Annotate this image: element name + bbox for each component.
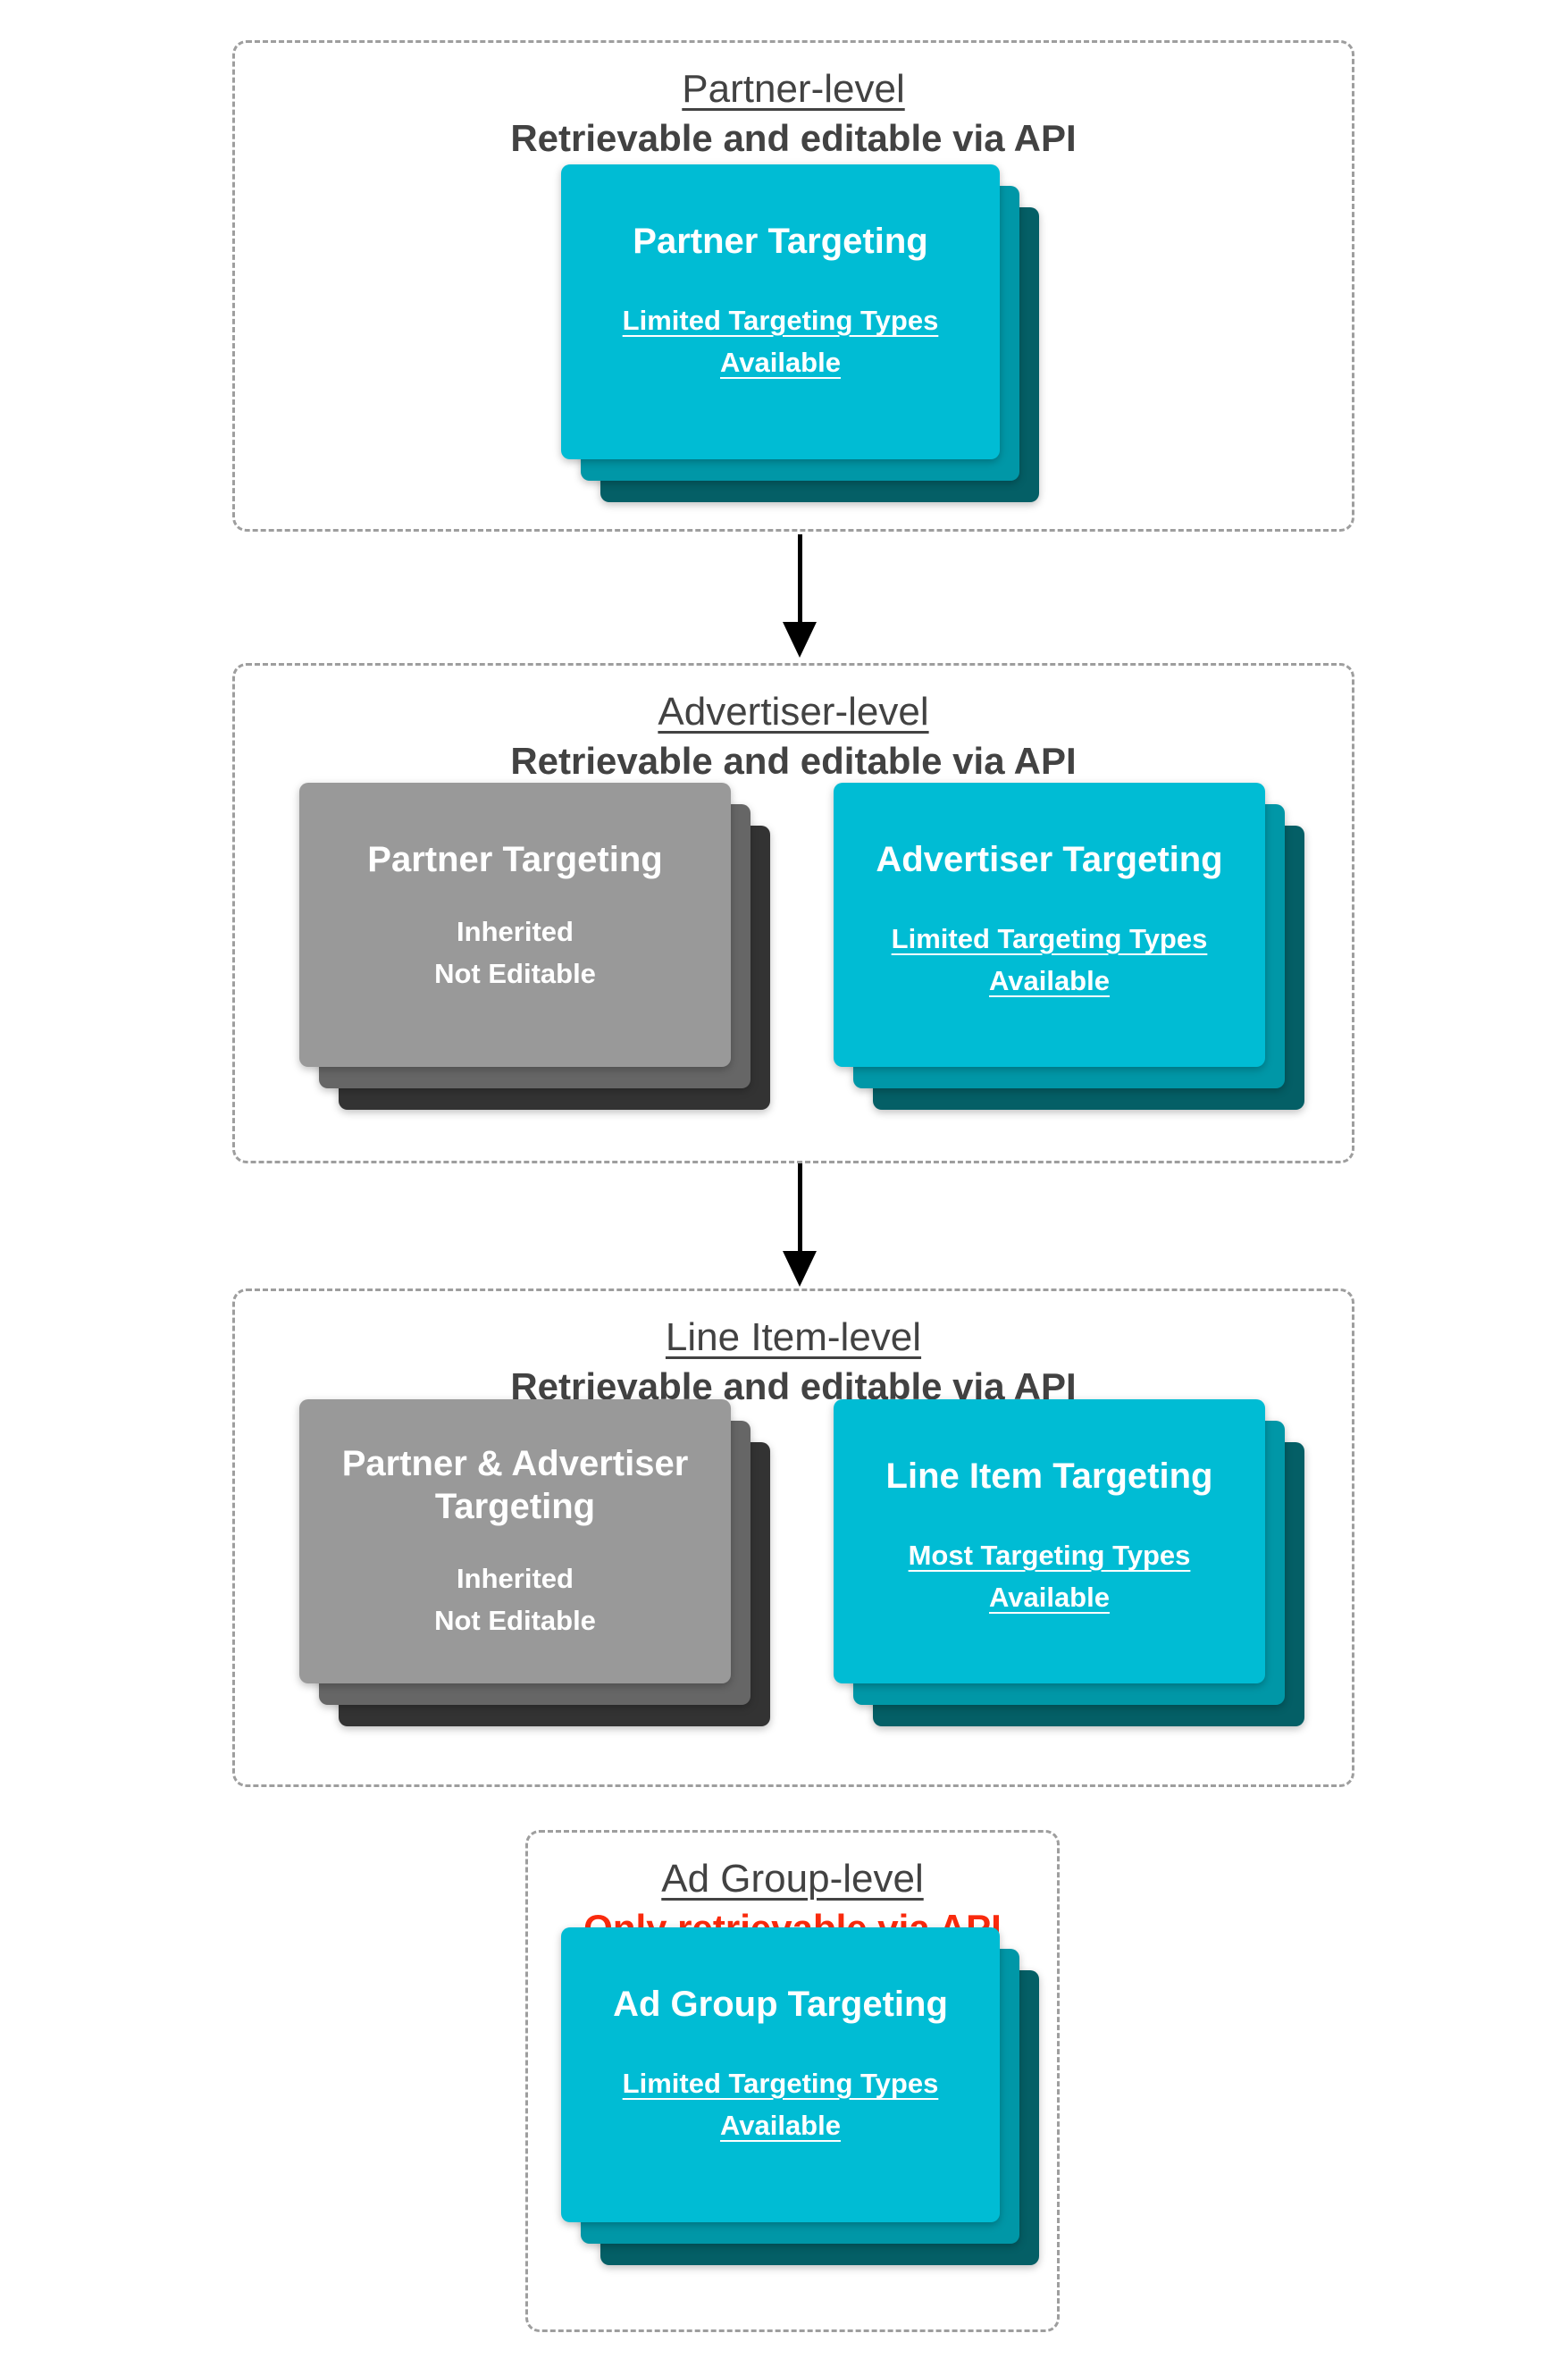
card-note: Inherited Not Editable <box>434 911 596 995</box>
section-header: Line Item-level Retrievable and editable… <box>235 1291 1352 1413</box>
card-front: Line Item Targeting Most Targeting Types… <box>834 1399 1265 1683</box>
card-title: Partner Targeting <box>633 222 928 261</box>
flow-arrow-advertiser-to-lineitem <box>783 1163 817 1287</box>
note-line: Inherited <box>457 1563 574 1594</box>
card-front: Advertiser Targeting Limited Targeting T… <box>834 783 1265 1067</box>
section-header: Partner-level Retrievable and editable v… <box>235 43 1352 164</box>
arrow-head-icon <box>783 622 817 658</box>
section-line-item-level: Line Item-level Retrievable and editable… <box>232 1288 1354 1787</box>
card-note: Limited Targeting Types Available <box>622 2068 939 2141</box>
level-title: Partner-level <box>682 67 905 111</box>
card-title: Ad Group Targeting <box>613 1985 948 2024</box>
arrow-line <box>797 1163 802 1251</box>
advertiser-targeting-card: Advertiser Targeting Limited Targeting T… <box>834 783 1304 1110</box>
line-item-targeting-card: Line Item Targeting Most Targeting Types… <box>834 1399 1304 1726</box>
card-front: Ad Group Targeting Limited Targeting Typ… <box>561 1927 1000 2222</box>
card-front: Partner & Advertiser Targeting Inherited… <box>299 1399 731 1683</box>
note-line: Not Editable <box>434 1604 596 1636</box>
inherited-partner-targeting-card: Partner Targeting Inherited Not Editable <box>299 783 770 1110</box>
section-advertiser-level: Advertiser-level Retrievable and editabl… <box>232 663 1354 1163</box>
note-line: Not Editable <box>434 957 596 989</box>
arrow-head-icon <box>783 1251 817 1287</box>
card-note: Limited Targeting Types Available <box>622 305 939 378</box>
partner-targeting-card: Partner Targeting Limited Targeting Type… <box>561 164 1039 502</box>
card-front: Partner Targeting Inherited Not Editable <box>299 783 731 1067</box>
api-access-label: Retrievable and editable via API <box>510 117 1077 159</box>
flow-arrow-partner-to-advertiser <box>783 534 817 658</box>
card-title: Advertiser Targeting <box>876 840 1223 879</box>
card-title: Partner & Advertiser Targeting <box>341 1444 689 1526</box>
note-line: Inherited <box>457 916 574 947</box>
api-access-label: Retrievable and editable via API <box>510 740 1077 782</box>
section-header: Advertiser-level Retrievable and editabl… <box>235 666 1352 787</box>
card-title: Partner Targeting <box>367 840 663 879</box>
card-note: Inherited Not Editable <box>434 1558 596 1641</box>
level-title: Ad Group-level <box>661 1857 924 1901</box>
section-ad-group-level: Ad Group-level Only retrievable via API … <box>525 1830 1060 2332</box>
card-title: Line Item Targeting <box>885 1456 1213 1496</box>
level-title: Line Item-level <box>665 1315 922 1359</box>
level-title: Advertiser-level <box>658 690 929 734</box>
card-note: Limited Targeting Types Available <box>891 923 1208 996</box>
card-note: Most Targeting Types Available <box>908 1540 1191 1613</box>
section-partner-level: Partner-level Retrievable and editable v… <box>232 40 1354 532</box>
ad-group-targeting-card: Ad Group Targeting Limited Targeting Typ… <box>561 1927 1039 2265</box>
arrow-line <box>797 534 802 622</box>
card-front: Partner Targeting Limited Targeting Type… <box>561 164 1000 459</box>
inherited-partner-advertiser-targeting-card: Partner & Advertiser Targeting Inherited… <box>299 1399 770 1726</box>
